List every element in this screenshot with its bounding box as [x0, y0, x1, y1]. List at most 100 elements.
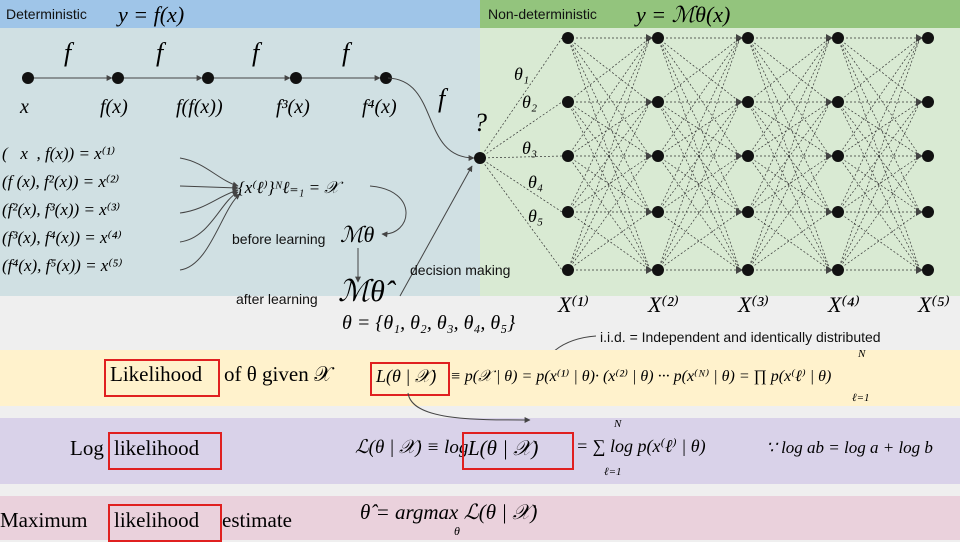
network-node [742, 150, 754, 162]
network-edge [747, 37, 831, 213]
network-edge [567, 155, 651, 213]
network-node [562, 96, 574, 108]
layer-label: X⁽¹⁾ [558, 292, 589, 317]
likelihood-formula: ≡ p(𝒳 | θ) = p(x⁽¹⁾ | θ)· (x⁽²⁾ | θ) ···… [450, 368, 832, 385]
network-node [922, 96, 934, 108]
prod-top: N [858, 348, 866, 360]
network-edge [657, 101, 741, 271]
chain-to-question-arrow [387, 77, 475, 161]
network-edge [567, 101, 651, 157]
theta-label: θ₃ [522, 138, 538, 158]
layer-label: X⁽⁴⁾ [828, 292, 860, 317]
network-edge [567, 101, 651, 213]
network-arrowhead [736, 266, 743, 274]
network-edge [837, 37, 921, 103]
sum-bottom: ℓ=1 [604, 466, 622, 478]
network-node [832, 264, 844, 276]
decision-arrow [399, 165, 473, 297]
log-likelihood-band [0, 418, 960, 484]
iid-arrow [554, 335, 597, 350]
network-node [832, 32, 844, 44]
model-before: ℳθ [340, 222, 375, 247]
mle-label: likelihood [114, 508, 200, 532]
question-edge [479, 157, 563, 213]
chain-node [22, 72, 34, 84]
theta-label: θ₂ [522, 92, 538, 112]
network-node [562, 32, 574, 44]
network-node [922, 206, 934, 218]
mle-label-post: estimate [222, 508, 292, 532]
network-edge [657, 155, 741, 271]
layer-label: X⁽²⁾ [648, 292, 679, 317]
theta-label: θ₁ [514, 64, 530, 84]
log-because: ∵ log ab = log a + log b [766, 438, 933, 457]
pair-formula: (f²(x), f³(x)) = x⁽³⁾ [2, 200, 121, 219]
pair-formula: (f (x), f²(x)) = x⁽²⁾ [2, 172, 120, 191]
iid-note: i.i.d. = Independent and identically dis… [600, 329, 881, 345]
chain-node [112, 72, 124, 84]
network-edge [837, 37, 921, 213]
network-node [922, 32, 934, 44]
network-node [742, 264, 754, 276]
network-edge [747, 101, 831, 157]
deterministic-panel [0, 28, 480, 296]
network-node [832, 150, 844, 162]
network-edge [747, 211, 831, 271]
network-node [652, 206, 664, 218]
network-edge [747, 101, 831, 213]
log-formula-box [462, 432, 574, 470]
network-edge [747, 37, 831, 271]
likelihood-box [104, 359, 220, 397]
node-label: x [20, 96, 29, 118]
theta-label: θ₅ [528, 206, 544, 226]
network-edge [567, 37, 651, 271]
theta-set: θ = {θ₁, θ₂, θ₃, θ₄, θ₅} [342, 312, 516, 334]
network-edge [837, 155, 921, 271]
network-node [742, 32, 754, 44]
network-edge [567, 37, 651, 103]
network-edge [837, 101, 921, 213]
nondeterministic-panel [480, 28, 960, 296]
network-edge [567, 211, 651, 271]
network-node [562, 206, 574, 218]
network-node [922, 264, 934, 276]
dataset-to-model-arrow [369, 185, 407, 238]
network-node [562, 264, 574, 276]
before-learning-label: before learning [232, 231, 326, 247]
decision-making-label: decision making [410, 262, 511, 278]
network-edge [657, 37, 741, 271]
network-node [652, 264, 664, 276]
edge-label-f: f [342, 38, 350, 67]
nondeterministic-header-bar [480, 0, 960, 28]
network-arrowhead [646, 152, 653, 160]
network-edge [837, 37, 921, 271]
log-label-box [108, 432, 222, 470]
network-edge [747, 37, 831, 103]
nondeterministic-formula: y = ℳθ(x) [636, 2, 731, 27]
mle-formula: θ̂ = argmax ℒ(θ | 𝒳) [360, 500, 538, 524]
mle-sub: θ [454, 524, 460, 538]
dataset-formula: {x⁽ℓ⁾}ᴺℓ₌₁ = 𝒳 [238, 178, 339, 197]
likelihood-formula-box [370, 362, 450, 396]
network-node [652, 150, 664, 162]
network-edge [567, 101, 651, 271]
network-edge [657, 155, 741, 213]
likelihood-boxed: L(θ | 𝒳) [376, 366, 437, 386]
question-edge [479, 37, 563, 159]
mle-label-pre: Maximum [0, 508, 88, 532]
network-edge [657, 211, 741, 271]
likelihood-label-rest: of θ given 𝒳 [224, 362, 333, 386]
network-arrowhead [916, 266, 923, 274]
after-learning-label: after learning [236, 291, 318, 307]
network-edge [747, 155, 831, 271]
likelihood-label: Likelihood [110, 362, 203, 386]
network-edge [837, 101, 921, 157]
network-node [742, 96, 754, 108]
network-edge [657, 211, 741, 271]
diagram-svg [22, 32, 934, 350]
network-edge [747, 37, 831, 271]
prod-bottom: ℓ=1 [852, 392, 870, 404]
node-label: f⁴(x) [362, 96, 397, 118]
network-edge [747, 155, 831, 213]
